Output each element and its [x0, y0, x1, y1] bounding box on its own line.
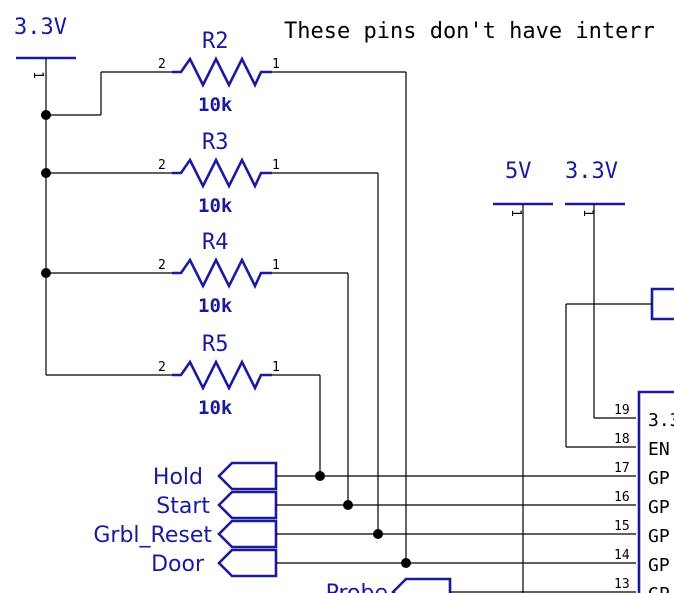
ic-pin-number: 19	[614, 403, 630, 418]
ic-pin-19: 19 3.3	[614, 403, 674, 431]
power-symbol-3v3-right: 3.3V 1	[565, 159, 636, 419]
power-pin-3v3-right: 1	[580, 209, 595, 217]
net-label-door[interactable]: Door	[151, 548, 278, 578]
note-text: These pins don't have interr	[284, 19, 655, 44]
ic-pin-name: GP	[648, 468, 670, 489]
ic-pin-name: GP	[648, 584, 670, 593]
signal-lines	[276, 471, 636, 593]
ic-pin-16: 16 GP	[614, 490, 670, 518]
net-label-text: Start	[156, 494, 210, 519]
resistor-ref: R4	[202, 230, 229, 255]
net-label-text: Hold	[153, 465, 203, 490]
power-pin-3v3-left: 1	[30, 71, 45, 79]
en-connector	[565, 287, 674, 448]
resistor-ref: R3	[202, 130, 229, 155]
power-label-3v3-left: 3.3V	[14, 15, 67, 40]
resistor-ref: R2	[202, 29, 229, 54]
resistor-drop-wires	[319, 72, 407, 563]
net-label-hold[interactable]: Hold	[153, 461, 278, 491]
ic-pin-name: 3.3	[648, 410, 674, 431]
net-label-text: Door	[151, 552, 205, 577]
resistor-pin-left: 2	[158, 57, 166, 72]
ic-pin-14: 14 GP	[614, 548, 670, 576]
resistor-pin-right: 1	[272, 258, 280, 273]
power-symbol-5v: 5V 1	[493, 159, 553, 593]
resistor-r2[interactable]: R2 2 1 10k	[101, 29, 406, 116]
resistor-value: 10k	[198, 195, 233, 217]
resistor-pin-left: 2	[158, 158, 166, 173]
net-label-start[interactable]: Start	[156, 490, 278, 520]
resistor-r3[interactable]: R3 2 1 10k	[46, 130, 378, 217]
resistor-pin-left: 2	[158, 258, 166, 273]
ic-pin-name: GP	[648, 526, 670, 547]
ic-pin-name: GP	[648, 497, 670, 518]
resistor-pin-right: 1	[272, 158, 280, 173]
net-label-probe[interactable]: Probe	[326, 577, 452, 593]
ic-pin-13: 13 GP	[614, 577, 670, 593]
resistor-ref: R5	[202, 332, 229, 357]
ic-pin-number: 14	[614, 548, 630, 563]
resistor-pin-right: 1	[272, 57, 280, 72]
ic-pin-number: 15	[614, 519, 630, 534]
ic-pin-number: 18	[614, 432, 630, 447]
junction-dot	[401, 558, 411, 568]
ic-pin-name: GP	[648, 555, 670, 576]
junction-dot	[315, 471, 325, 481]
ic-pin-number: 17	[614, 461, 630, 476]
resistor-pin-left: 2	[158, 360, 166, 375]
resistor-value: 10k	[198, 397, 233, 419]
ic-body[interactable]	[637, 390, 674, 593]
ic-pin-number: 16	[614, 490, 630, 505]
power-label-5v: 5V	[505, 159, 532, 184]
resistor-pin-right: 1	[272, 360, 280, 375]
junction-dot	[343, 500, 353, 510]
resistor-value: 10k	[198, 94, 233, 116]
power-label-3v3-right: 3.3V	[565, 159, 618, 184]
resistor-value: 10k	[198, 295, 233, 317]
net-label-grbl-reset[interactable]: Grbl_Reset	[93, 519, 278, 549]
ic-pin-17: 17 GP	[614, 461, 670, 489]
power-pin-5v: 1	[508, 209, 523, 217]
power-symbol-3v3-left: 3.3V 1	[14, 15, 76, 79]
ic-pin-18: 18 EN	[614, 432, 670, 460]
net-label-text: Probe	[326, 581, 388, 593]
junction-dot	[373, 529, 383, 539]
junction-dot	[41, 110, 51, 120]
resistor-r5[interactable]: R5 2 1 10k	[46, 332, 320, 419]
net-label-text: Grbl_Reset	[93, 523, 212, 548]
ic-pin-15: 15 GP	[614, 519, 670, 547]
resistor-r4[interactable]: R4 2 1 10k	[46, 230, 348, 317]
left-bus	[41, 58, 102, 375]
ic-pin-number: 13	[614, 577, 630, 592]
ic-pin-name: EN	[648, 439, 670, 460]
